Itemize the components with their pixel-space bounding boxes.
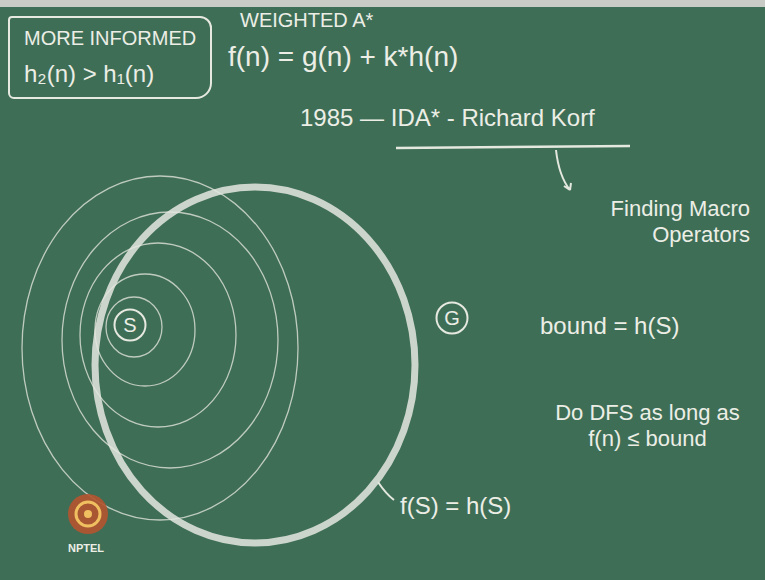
chalk-note: Finding Macro Operators bbox=[570, 196, 750, 249]
pointer-arrow bbox=[556, 150, 571, 190]
circle-stroke bbox=[115, 310, 146, 341]
chalk-note: 1985 — IDA* - Richard Korf bbox=[300, 104, 595, 133]
contour-circle bbox=[80, 243, 236, 427]
chalk-note: WEIGHTED A* bbox=[240, 8, 373, 32]
underline bbox=[396, 146, 630, 148]
chalk-note: Do DFS as long as f(n) ≤ bound bbox=[545, 400, 750, 453]
node-heading: MORE INFORMED bbox=[24, 26, 196, 50]
logo-core bbox=[84, 510, 92, 518]
node-heading: S bbox=[123, 313, 136, 337]
state-circle: S bbox=[113, 308, 147, 342]
nptel-logo bbox=[68, 494, 108, 534]
logo-text: NPTEL bbox=[68, 542, 104, 555]
node-heading: G bbox=[444, 306, 460, 330]
chalk-note: bound = h(S) bbox=[540, 312, 679, 341]
leader-line bbox=[378, 482, 394, 500]
note-box: MORE INFORMED h₂(n) > h₁(n) bbox=[8, 16, 212, 99]
chalk-note: f(n) = g(n) + k*h(n) bbox=[228, 40, 458, 74]
contour-circle bbox=[22, 176, 298, 520]
board-frame bbox=[0, 0, 765, 7]
contour-circle bbox=[106, 297, 162, 357]
chalk-note: f(S) = h(S) bbox=[400, 492, 511, 521]
logo-ring bbox=[76, 502, 100, 526]
logo-disc bbox=[68, 494, 108, 534]
node-body: h₂(n) > h₁(n) bbox=[24, 60, 196, 89]
bound-contour bbox=[95, 187, 415, 543]
state-circle: G bbox=[435, 301, 469, 335]
circle-stroke bbox=[437, 303, 468, 334]
